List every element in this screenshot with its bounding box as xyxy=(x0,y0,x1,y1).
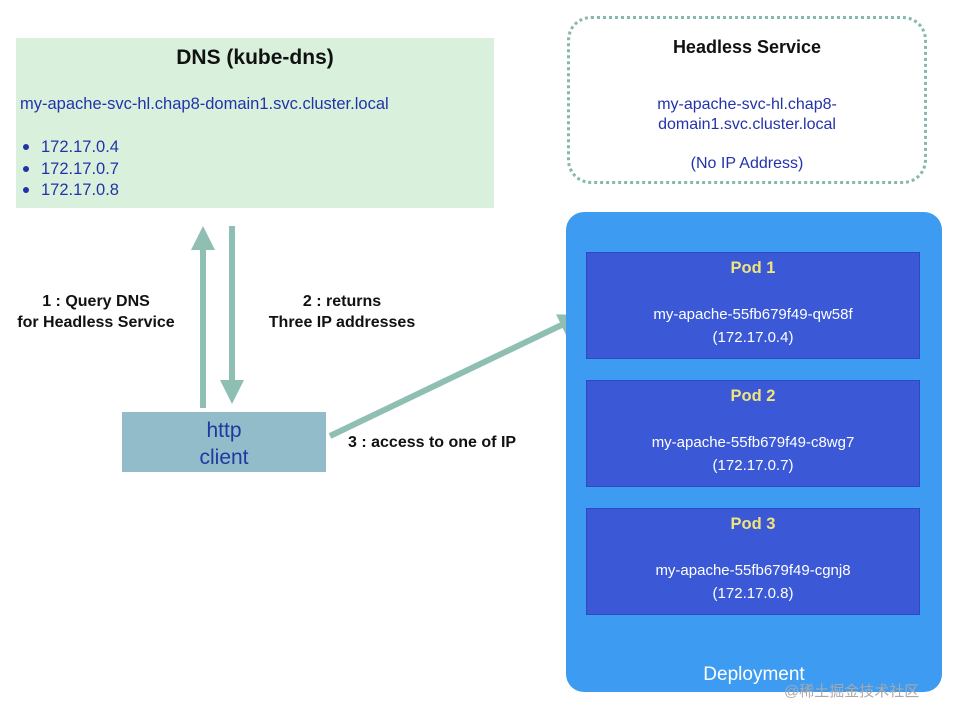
headless-dns-line1: my-apache-svc-hl.chap8- xyxy=(657,96,837,113)
step-returns-line1: 2 : returns xyxy=(302,293,382,310)
headless-service-dns: my-apache-svc-hl.chap8- domain1.svc.clus… xyxy=(570,95,924,135)
step-query-line1: 1 : Query DNS xyxy=(42,293,150,310)
dns-record: my-apache-svc-hl.chap8-domain1.svc.clust… xyxy=(20,95,389,113)
pod-3: Pod 3 my-apache-55fb679f49-cgnj8 (172.17… xyxy=(586,508,920,615)
pod-id: my-apache-55fb679f49-cgnj8 xyxy=(655,562,851,579)
watermark: @稀土掘金技术社区 xyxy=(784,683,920,700)
pod-name: Pod 3 xyxy=(730,515,776,533)
headless-dns-line2: domain1.svc.cluster.local xyxy=(658,116,836,133)
pod-ip: (172.17.0.7) xyxy=(712,457,794,474)
pod-2: Pod 2 my-apache-55fb679f49-c8wg7 (172.17… xyxy=(586,380,920,487)
http-client-line2: client xyxy=(199,446,249,469)
headless-no-ip: (No IP Address) xyxy=(690,155,804,172)
step-returns-line2: Three IP addresses xyxy=(268,314,416,331)
http-client-line1: http xyxy=(206,419,242,442)
step-query-label: 1 : Query DNS for Headless Service xyxy=(6,291,186,333)
step-returns-label: 2 : returns Three IP addresses xyxy=(256,291,428,333)
dns-ip-item: 172.17.0.7 xyxy=(16,160,119,182)
pod-1: Pod 1 my-apache-55fb679f49-qw58f (172.17… xyxy=(586,252,920,359)
access-arrow xyxy=(328,314,583,439)
http-client-box: http client xyxy=(122,412,326,472)
pod-name: Pod 2 xyxy=(730,387,776,405)
deployment-label: Deployment xyxy=(703,664,805,685)
pod-name: Pod 1 xyxy=(730,259,776,277)
dns-ip-list: 172.17.0.4 172.17.0.7 172.17.0.8 xyxy=(16,138,119,203)
pod-ip: (172.17.0.4) xyxy=(712,329,794,346)
deployment-box: Pod 1 my-apache-55fb679f49-qw58f (172.17… xyxy=(566,212,942,692)
step-query-line2: for Headless Service xyxy=(17,314,175,331)
pod-ip: (172.17.0.8) xyxy=(712,585,794,602)
step-access-label: 3 : access to one of IP xyxy=(348,434,517,451)
pod-id: my-apache-55fb679f49-qw58f xyxy=(653,306,853,323)
dns-title: DNS (kube-dns) xyxy=(176,46,334,69)
dns-box: DNS (kube-dns) my-apache-svc-hl.chap8-do… xyxy=(16,38,494,208)
headless-service-title: Headless Service xyxy=(672,37,822,57)
pod-id: my-apache-55fb679f49-c8wg7 xyxy=(651,434,855,451)
dns-ip-item: 172.17.0.4 xyxy=(16,138,119,160)
dns-ip-item: 172.17.0.8 xyxy=(16,181,119,203)
headless-service-box: Headless Service my-apache-svc-hl.chap8-… xyxy=(567,16,927,184)
